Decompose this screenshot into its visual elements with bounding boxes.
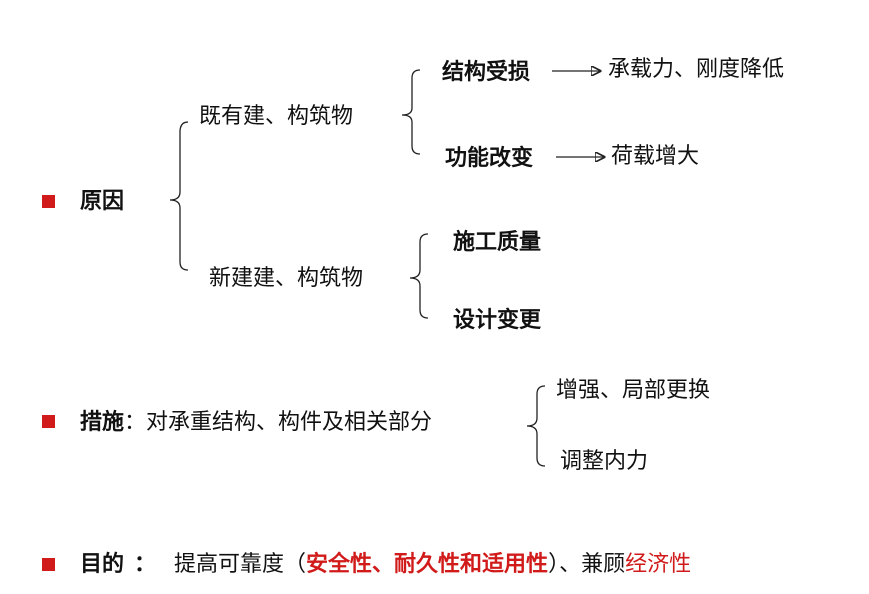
construction-quality-label: 施工质量 bbox=[453, 229, 542, 255]
purpose-line: 目的 ： 提高可靠度（安全性、耐久性和适用性）、兼顾经济性 bbox=[80, 553, 691, 576]
cause-bullet bbox=[42, 195, 55, 208]
measures-brace bbox=[526, 385, 546, 467]
purpose-highlight-economy: 经济性 bbox=[625, 552, 692, 577]
new-buildings-label: 新建建、构筑物 bbox=[209, 266, 364, 291]
structure-damage-label: 结构受损 bbox=[442, 59, 531, 85]
existing-brace bbox=[401, 69, 421, 155]
purpose-title: 目的 bbox=[80, 551, 125, 577]
cause-title: 原因 bbox=[80, 188, 125, 214]
measures-colon: ： bbox=[124, 410, 147, 435]
function-change-label: 功能改变 bbox=[445, 145, 534, 171]
function-change-result: 荷载增大 bbox=[611, 144, 700, 169]
measures-option-adjust: 调整内力 bbox=[560, 449, 649, 474]
purpose-bullet bbox=[42, 558, 55, 571]
cause-brace bbox=[169, 121, 189, 271]
measures-line: 措施：对承重结构、构件及相关部分 bbox=[80, 411, 432, 434]
purpose-text-1: 提高可靠度（ bbox=[174, 552, 307, 577]
structure-damage-result: 承载力、刚度降低 bbox=[608, 57, 785, 82]
purpose-highlight-qualities: 安全性、耐久性和适用性 bbox=[306, 551, 549, 577]
measures-title: 措施 bbox=[80, 409, 125, 435]
design-change-label: 设计变更 bbox=[453, 307, 542, 333]
existing-buildings-label: 既有建、构筑物 bbox=[199, 104, 354, 129]
measures-option-strengthen: 增强、局部更换 bbox=[556, 378, 711, 403]
new-build-brace bbox=[409, 233, 429, 319]
measures-description: 对承重结构、构件及相关部分 bbox=[146, 410, 433, 435]
measures-bullet bbox=[42, 415, 55, 428]
purpose-colon: ： bbox=[134, 551, 157, 577]
purpose-text-2: ）、兼顾 bbox=[548, 552, 626, 577]
